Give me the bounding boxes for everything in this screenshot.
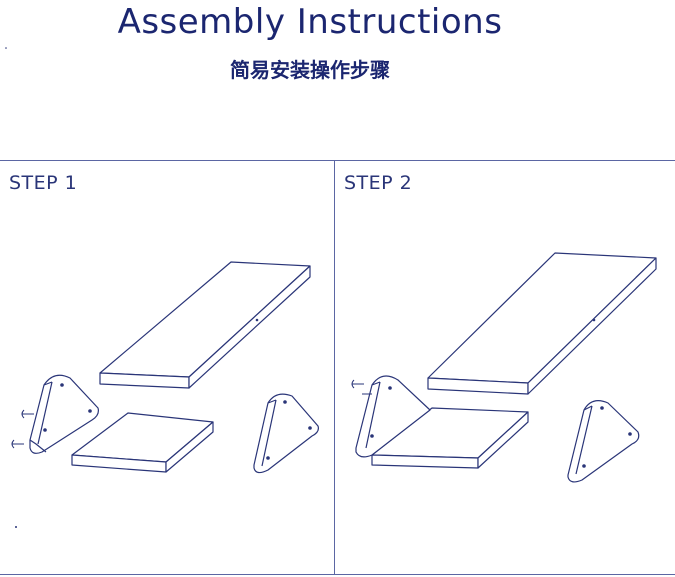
scan-speck (5, 47, 7, 49)
left-bracket-with-shelf (351, 375, 529, 469)
scan-speck (15, 526, 17, 528)
step-1-illustration (11, 261, 319, 474)
long-shelf-board (99, 261, 311, 389)
page-subtitle: 简易安装操作步骤 (230, 58, 390, 82)
right-bracket (253, 393, 319, 474)
step-2-label: STEP 2 (344, 172, 413, 194)
bottom-divider (0, 574, 675, 575)
step-divider (334, 160, 335, 575)
left-bracket (11, 374, 99, 454)
step-2-illustration (351, 252, 657, 483)
page-title: Assembly Instructions (117, 2, 503, 42)
small-shelf-board (71, 412, 214, 473)
top-divider (0, 160, 675, 161)
long-shelf-board-step2 (427, 252, 657, 395)
right-bracket-step2 (567, 400, 640, 483)
step-1-label: STEP 1 (9, 172, 78, 194)
